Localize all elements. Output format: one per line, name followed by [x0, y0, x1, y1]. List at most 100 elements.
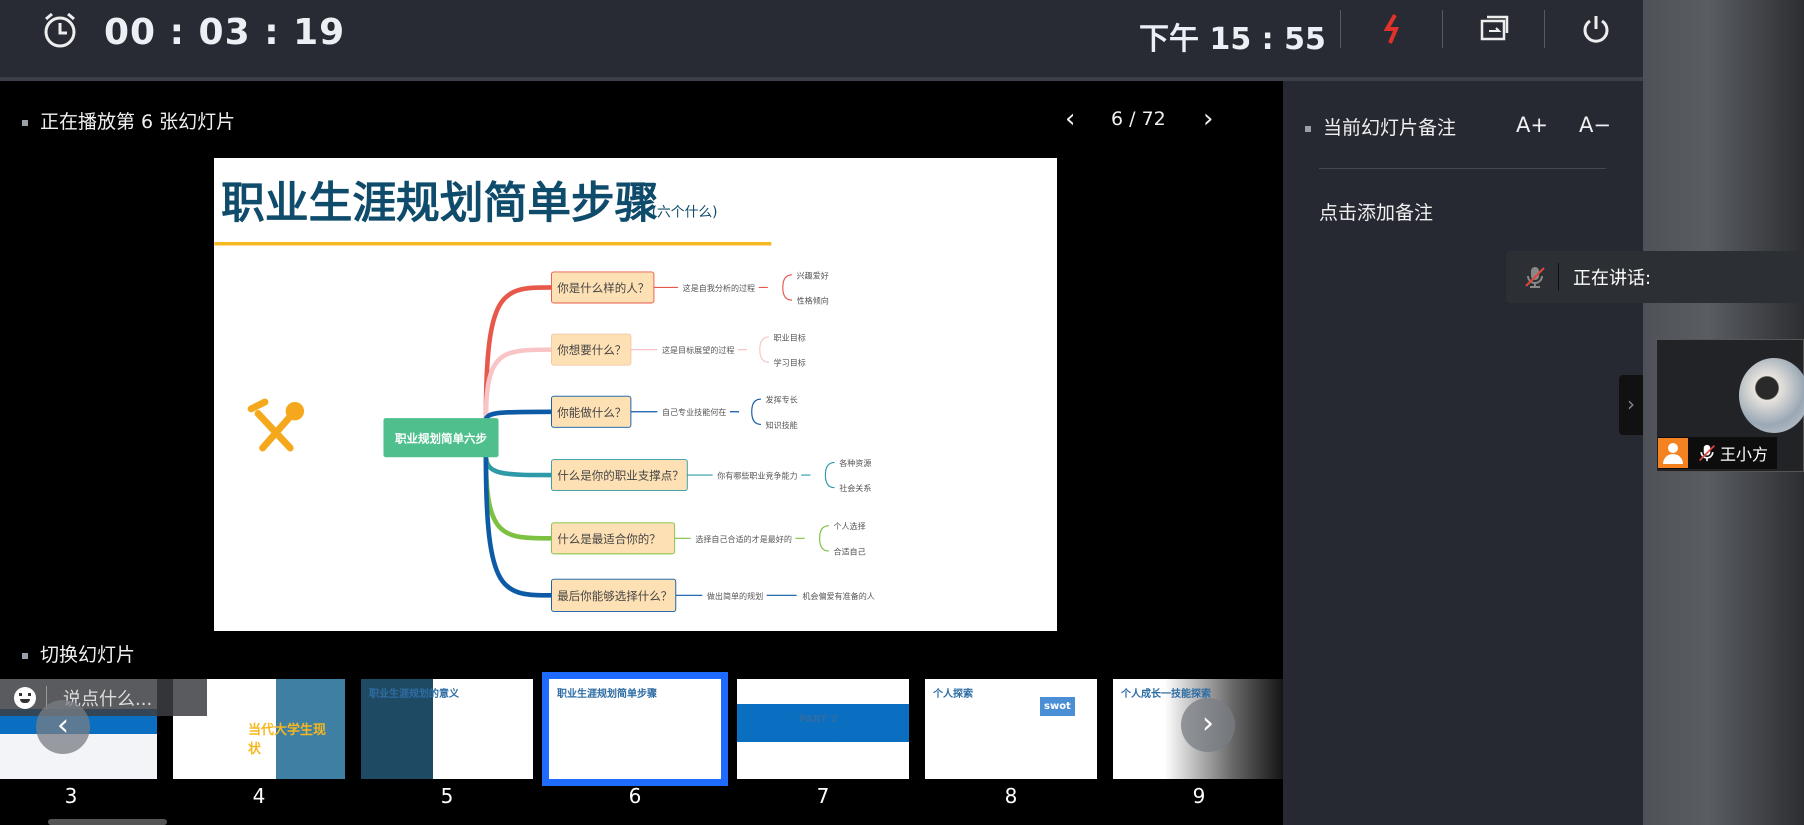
user-icon: [1658, 438, 1688, 468]
emoji-icon[interactable]: [14, 686, 36, 709]
description-text: 你有哪些职业竞争能力: [717, 471, 797, 481]
thumbnails-prev-button[interactable]: ‹: [36, 700, 90, 754]
thumbnails-next-button[interactable]: ›: [1181, 698, 1235, 752]
leaf-text: 社会关系: [839, 483, 871, 493]
laser-pointer-icon[interactable]: [1376, 12, 1410, 46]
participant-avatar: [1739, 358, 1804, 433]
mind-map: 职业生涯规划简单步骤 (六个什么) 你是什么样的人？这是自我分析的过程兴趣爱好性…: [214, 178, 875, 612]
leaf-bracket: [795, 525, 829, 552]
description-text: 这是自我分析的过程: [683, 283, 755, 293]
question-node-label: 什么是你的职业支撑点？: [557, 469, 684, 483]
chat-placeholder: 说点什么...: [63, 688, 153, 710]
leaf-text: 性格倾向: [797, 296, 829, 306]
question-node-label: 最后你能够选择什么？: [557, 589, 672, 603]
thumbnail-subtitle: 个人认知: [801, 743, 841, 754]
title-underline: [214, 242, 772, 246]
participant-video-tile[interactable]: 王小方: [1656, 339, 1804, 472]
thumbnail-title: 职业生涯规划简单步骤: [557, 689, 657, 700]
playing-status: 正在播放第 6 张幻灯片: [22, 107, 235, 134]
thumbnail-number: 8: [1004, 784, 1018, 808]
divider: [1442, 10, 1443, 48]
notes-panel: 当前幻灯片备注 A+ A− 点击添加备注: [1283, 81, 1643, 825]
collapse-video-button[interactable]: ›: [1619, 375, 1643, 435]
leaf-text: 发挥专长: [766, 395, 798, 405]
thumbnail-title: PART 2: [799, 714, 838, 725]
thumbnail-number: 3: [64, 784, 78, 808]
leaf-bracket: [729, 398, 761, 425]
slide-thumbnail-6[interactable]: 职业生涯规划简单步骤: [542, 672, 728, 786]
branch-connector: [483, 454, 553, 478]
add-note-field[interactable]: 点击添加备注: [1319, 202, 1434, 224]
leaf-bracket: [737, 336, 770, 363]
mic-muted-icon: [1525, 267, 1545, 288]
slide-thumbnail-7[interactable]: PART 2 个人认知: [737, 679, 909, 779]
question-node-label: 你能做什么？: [557, 405, 626, 419]
leaf-bracket: [758, 274, 793, 301]
thumbnail-number: 4: [252, 784, 266, 808]
thumbnail-scrollbar[interactable]: [48, 819, 167, 825]
slide-subtitle: (六个什么): [652, 205, 718, 221]
slide-thumbnail-8[interactable]: 个人探索 swot: [925, 679, 1097, 779]
current-time: 下午 15 : 55: [1139, 22, 1326, 57]
font-increase-button[interactable]: A+: [1516, 113, 1548, 137]
chat-input[interactable]: 说点什么...: [0, 679, 207, 716]
branch-connector: [483, 454, 553, 598]
leaf-bracket: [801, 461, 835, 489]
question-node-label: 你想要什么？: [557, 343, 626, 357]
divider: [1544, 10, 1545, 48]
tools-icon: [247, 398, 305, 452]
notes-title-text: 当前幻灯片备注: [1323, 117, 1457, 139]
thumbnail-number: 5: [440, 784, 454, 808]
description-text: 做出简单的规划: [707, 591, 763, 601]
divider: [46, 685, 47, 710]
leaf-text: 知识技能: [766, 420, 798, 430]
thumbnail-subtitle: swot: [1040, 697, 1075, 716]
description-text: 这是目标展望的过程: [662, 345, 734, 355]
leaf-text: 机会偏爱有准备的人: [802, 591, 874, 601]
notes-title: 当前幻灯片备注: [1305, 113, 1456, 140]
center-node-label: 职业规划简单六步: [395, 431, 487, 445]
center-node: [383, 418, 499, 458]
thumbnail-title: 个人探索: [933, 689, 973, 700]
thumbnail-number: 9: [1192, 784, 1206, 808]
elapsed-timer: 00 : 03 : 19: [104, 12, 346, 53]
divider: [1558, 263, 1559, 291]
top-bar: 00 : 03 : 19 下午 15 : 55: [0, 0, 1643, 77]
question-node-label: 你是什么样的人？: [557, 281, 649, 295]
leaf-text: 个人选择: [833, 521, 865, 531]
switch-slides-text: 切换幻灯片: [40, 644, 136, 666]
question-node-label: 什么是最适合你的？: [557, 532, 661, 546]
leaf-text: 各种资源: [839, 458, 871, 468]
description-text: 选择自己合适的才是最好的: [695, 534, 792, 544]
speaking-indicator: 正在讲话:: [1506, 251, 1804, 303]
thumbnail-title: 当代大学生现状: [248, 723, 327, 757]
font-decrease-button[interactable]: A−: [1579, 113, 1611, 137]
current-slide: 职业生涯规划简单步骤 (六个什么) 你是什么样的人？这是自我分析的过程兴趣爱好性…: [214, 158, 1057, 631]
participant-name: 王小方: [1720, 445, 1769, 464]
switch-slides-heading: 切换幻灯片: [22, 640, 135, 667]
divider: [1340, 10, 1341, 48]
leaf-text: 合适自己: [833, 546, 865, 556]
switch-screen-icon[interactable]: [1477, 12, 1511, 46]
description-text: 自己专业技能何在: [662, 407, 726, 417]
branch-connector: [483, 347, 553, 421]
branch-connector: [483, 285, 553, 421]
mic-muted-icon: [1699, 444, 1715, 462]
divider: [0, 77, 1643, 81]
thumbnail-number: 7: [816, 784, 830, 808]
prev-slide-button[interactable]: ‹: [1065, 104, 1076, 134]
leaf-text: 职业目标: [774, 332, 806, 342]
participant-name-bar: 王小方: [1658, 437, 1777, 469]
next-slide-button[interactable]: ›: [1203, 104, 1214, 134]
slide-thumbnail-5[interactable]: 职业生涯规划的意义: [361, 679, 533, 779]
question-node: [551, 578, 677, 612]
leaf-text: 兴趣爱好: [797, 270, 829, 280]
alarm-clock-icon: [44, 12, 76, 48]
branch-connector: [483, 454, 553, 541]
power-icon[interactable]: [1579, 12, 1613, 46]
thumbnail-title: 职业生涯规划的意义: [369, 689, 459, 700]
divider: [1319, 168, 1606, 169]
thumbnail-title: 个人成长一技能探索: [1121, 689, 1211, 700]
page-indicator: 6 / 72: [1111, 108, 1166, 130]
playing-status-text: 正在播放第 6 张幻灯片: [40, 111, 236, 133]
